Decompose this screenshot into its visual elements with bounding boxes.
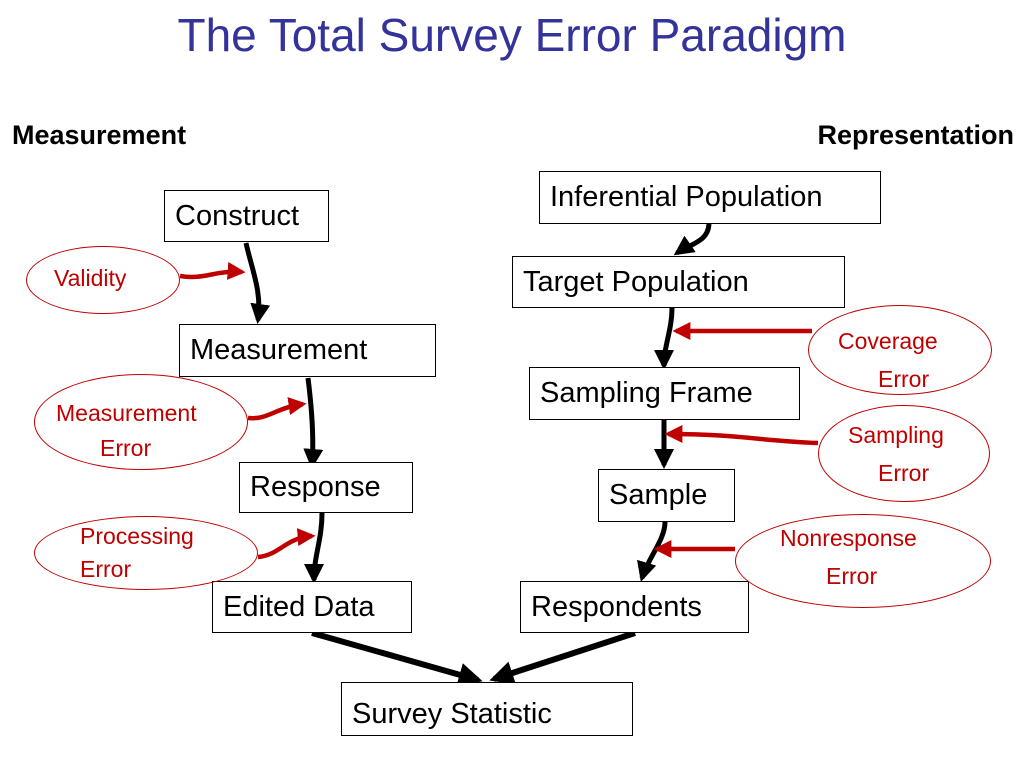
arrow-processing-error [257, 528, 316, 560]
survey-statistic-label: Survey Statistic [352, 698, 552, 730]
edited-data-label: Edited Data [223, 590, 375, 623]
measurement-column-heading: Measurement [12, 120, 187, 150]
coverage-error-line1: Coverage [838, 328, 938, 354]
arrow-target-to-frame [654, 307, 675, 370]
sampling-frame-label: Sampling Frame [540, 377, 753, 409]
edited-data-box: Edited Data [212, 581, 412, 633]
processing-error-line2: Error [80, 556, 132, 583]
target-population-label: Target Population [523, 265, 749, 298]
respondents-label: Respondents [531, 590, 702, 623]
processing-error-label: Processing Error [80, 520, 194, 587]
nonresponse-error-label: Nonresponse Error [780, 520, 917, 596]
arrow-sampling-error [664, 425, 819, 446]
validity-oval [26, 246, 180, 314]
coverage-error-label: Coverage Error [838, 323, 938, 399]
measurement-error-oval [34, 374, 248, 470]
processing-error-line1: Processing [80, 523, 194, 549]
validity-label: Validity [54, 265, 127, 291]
response-box: Response [239, 462, 413, 513]
arrow-measurement-to-response [303, 377, 324, 469]
slide-title: The Total Survey Error Paradigm [177, 9, 847, 61]
arrow-construct-to-measurement [243, 242, 271, 324]
survey-statistic-box: Survey Statistic [341, 682, 633, 736]
arrow-validity [179, 261, 246, 280]
response-label: Response [250, 471, 381, 503]
arrow-measurement-error [247, 397, 307, 421]
coverage-error-oval [808, 305, 992, 395]
arrow-inferential-to-target [673, 223, 712, 256]
sampling-error-line2: Error [878, 459, 930, 486]
sample-box: Sample [598, 469, 735, 522]
target-population-box: Target Population [512, 256, 845, 308]
construct-label: Construct [175, 199, 300, 232]
construct-box: Construct [164, 190, 329, 242]
inferential-population-label: Inferential Population [550, 181, 823, 213]
processing-error-oval [34, 516, 258, 590]
inferential-population-box: Inferential Population [539, 171, 881, 224]
representation-column-heading: Representation [817, 120, 1014, 150]
sampling-error-line1: Sampling [848, 422, 944, 448]
nonresponse-error-line2: Error [826, 562, 878, 589]
arrow-edited-data-to-statistic [311, 630, 483, 687]
measurement-error-line2: Error [100, 434, 152, 461]
measurement-error-label: Measurement Error [56, 396, 197, 465]
nonresponse-error-line1: Nonresponse [780, 525, 917, 551]
measurement-label: Measurement [190, 334, 368, 366]
nonresponse-error-oval [735, 514, 991, 608]
sampling-frame-box: Sampling Frame [529, 367, 800, 420]
sample-label: Sample [609, 479, 708, 511]
sampling-error-label: Sampling Error [848, 417, 944, 493]
measurement-error-line1: Measurement [56, 400, 197, 426]
sampling-error-oval [818, 405, 990, 502]
measurement-box: Measurement [179, 324, 436, 377]
coverage-error-line2: Error [878, 365, 930, 392]
arrow-respondents-to-statistic [489, 630, 636, 685]
arrow-response-to-edited-data [304, 512, 325, 584]
respondents-box: Respondents [520, 581, 749, 633]
